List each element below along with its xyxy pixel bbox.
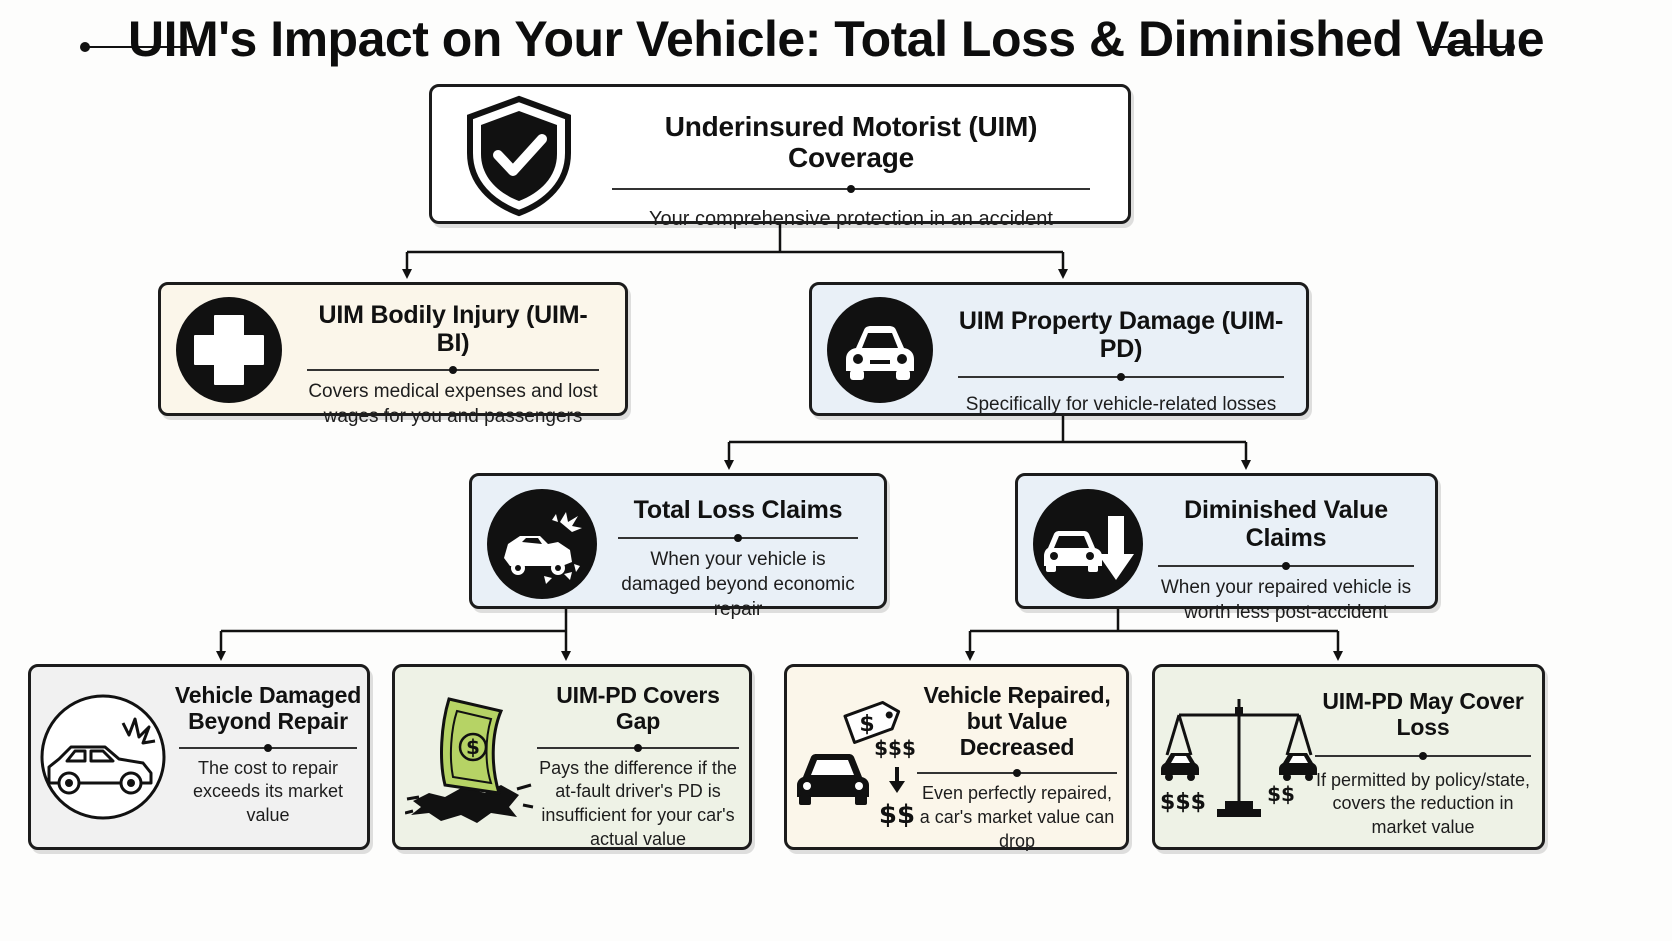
node-description: When your vehicle is damaged beyond econ… bbox=[621, 549, 855, 621]
connector-tl bbox=[221, 608, 568, 633]
node-uim-bodily-injury: UIM Bodily Injury (UIM-BI) Covers medica… bbox=[158, 282, 628, 427]
node-uim-pd-may-cover-loss: $$$ $$ UIM-PD May Cover Loss If permitte… bbox=[1152, 664, 1545, 850]
balance-scale-icon: $$$ $$ bbox=[1160, 699, 1317, 817]
right-value-label: $$ bbox=[1267, 782, 1295, 806]
node-heading: Vehicle Repaired, but Value Decreased bbox=[923, 682, 1111, 760]
crashed-car-icon bbox=[487, 489, 597, 599]
node-description: When your repaired vehicle is worth less… bbox=[1160, 577, 1412, 624]
heading-divider bbox=[917, 769, 1117, 778]
heading-divider bbox=[1315, 751, 1531, 760]
node-heading: Diminished Value Claims bbox=[1184, 496, 1388, 552]
svg-text:$: $ bbox=[466, 735, 480, 759]
node-description: Even perfectly repaired, a car's market … bbox=[919, 783, 1115, 851]
tag-dollar-label: $ bbox=[859, 712, 874, 737]
node-diminished-value-claims: Diminished Value Claims When your repair… bbox=[1015, 473, 1438, 623]
node-vehicle-repaired-value-decreased: $ $$$ $$ Vehicle Repaired, but Value Dec… bbox=[784, 664, 1129, 851]
heading-divider bbox=[1158, 562, 1414, 570]
shield-check-icon bbox=[467, 95, 571, 217]
title-right-dot bbox=[1505, 42, 1515, 52]
price-tag-car-icon: $ $$$ $$ bbox=[797, 700, 916, 830]
money-gap-icon: $ bbox=[405, 697, 534, 823]
node-heading: UIM Property Damage (UIM-PD) bbox=[958, 307, 1284, 363]
car-value-down-icon bbox=[1033, 489, 1143, 599]
heading-divider bbox=[307, 366, 599, 374]
left-value-label: $$$ bbox=[1160, 790, 1206, 815]
high-value-label: $$$ bbox=[874, 736, 916, 760]
node-description: Covers medical expenses and lost wages f… bbox=[308, 381, 598, 428]
heading-divider bbox=[179, 743, 357, 752]
heading-divider bbox=[958, 373, 1284, 381]
node-uim-pd-covers-gap: $ UIM-PD Covers Gap Pays the difference … bbox=[392, 664, 752, 850]
node-uim-property-damage: UIM Property Damage (UIM-PD) Specificall… bbox=[809, 282, 1309, 416]
node-heading: Total Loss Claims bbox=[633, 496, 843, 524]
connector-pd bbox=[729, 416, 1246, 444]
node-description: The cost to repair exceeds its market va… bbox=[192, 757, 344, 826]
heading-divider bbox=[618, 534, 858, 542]
node-description: Pays the difference if the at-fault driv… bbox=[539, 757, 737, 849]
page-title: UIM's Impact on Your Vehicle: Total Loss… bbox=[127, 11, 1545, 67]
node-vehicle-damaged-beyond-repair: Vehicle Damaged Beyond Repair The cost t… bbox=[28, 664, 370, 850]
node-heading: Underinsured Motorist (UIM) Coverage bbox=[664, 111, 1038, 174]
damaged-car-icon bbox=[40, 694, 166, 820]
node-uim-coverage: Underinsured Motorist (UIM) Coverage You… bbox=[429, 84, 1131, 230]
node-heading: UIM-PD May Cover Loss bbox=[1322, 688, 1524, 740]
title-left-line bbox=[86, 46, 196, 48]
heading-divider bbox=[537, 743, 739, 752]
connector-dv bbox=[970, 608, 1338, 633]
medical-cross-icon bbox=[176, 297, 282, 403]
node-heading: UIM-PD Covers Gap bbox=[556, 682, 720, 734]
node-heading: UIM Bodily Injury (UIM-BI) bbox=[318, 301, 588, 357]
title-left-dot bbox=[80, 42, 90, 52]
node-description: Specifically for vehicle-related losses bbox=[965, 394, 1277, 415]
car-icon bbox=[827, 297, 933, 403]
node-total-loss-claims: Total Loss Claims When your vehicle is d… bbox=[469, 473, 887, 620]
node-description: Your comprehensive protection in an acci… bbox=[649, 207, 1053, 230]
low-value-label: $$ bbox=[879, 800, 915, 830]
heading-divider bbox=[612, 184, 1090, 193]
node-description: If permitted by policy/state, covers the… bbox=[1315, 769, 1531, 838]
connector-root bbox=[407, 224, 1063, 254]
node-heading: Vehicle Damaged Beyond Repair bbox=[174, 682, 362, 734]
title-right-line bbox=[1432, 46, 1512, 48]
